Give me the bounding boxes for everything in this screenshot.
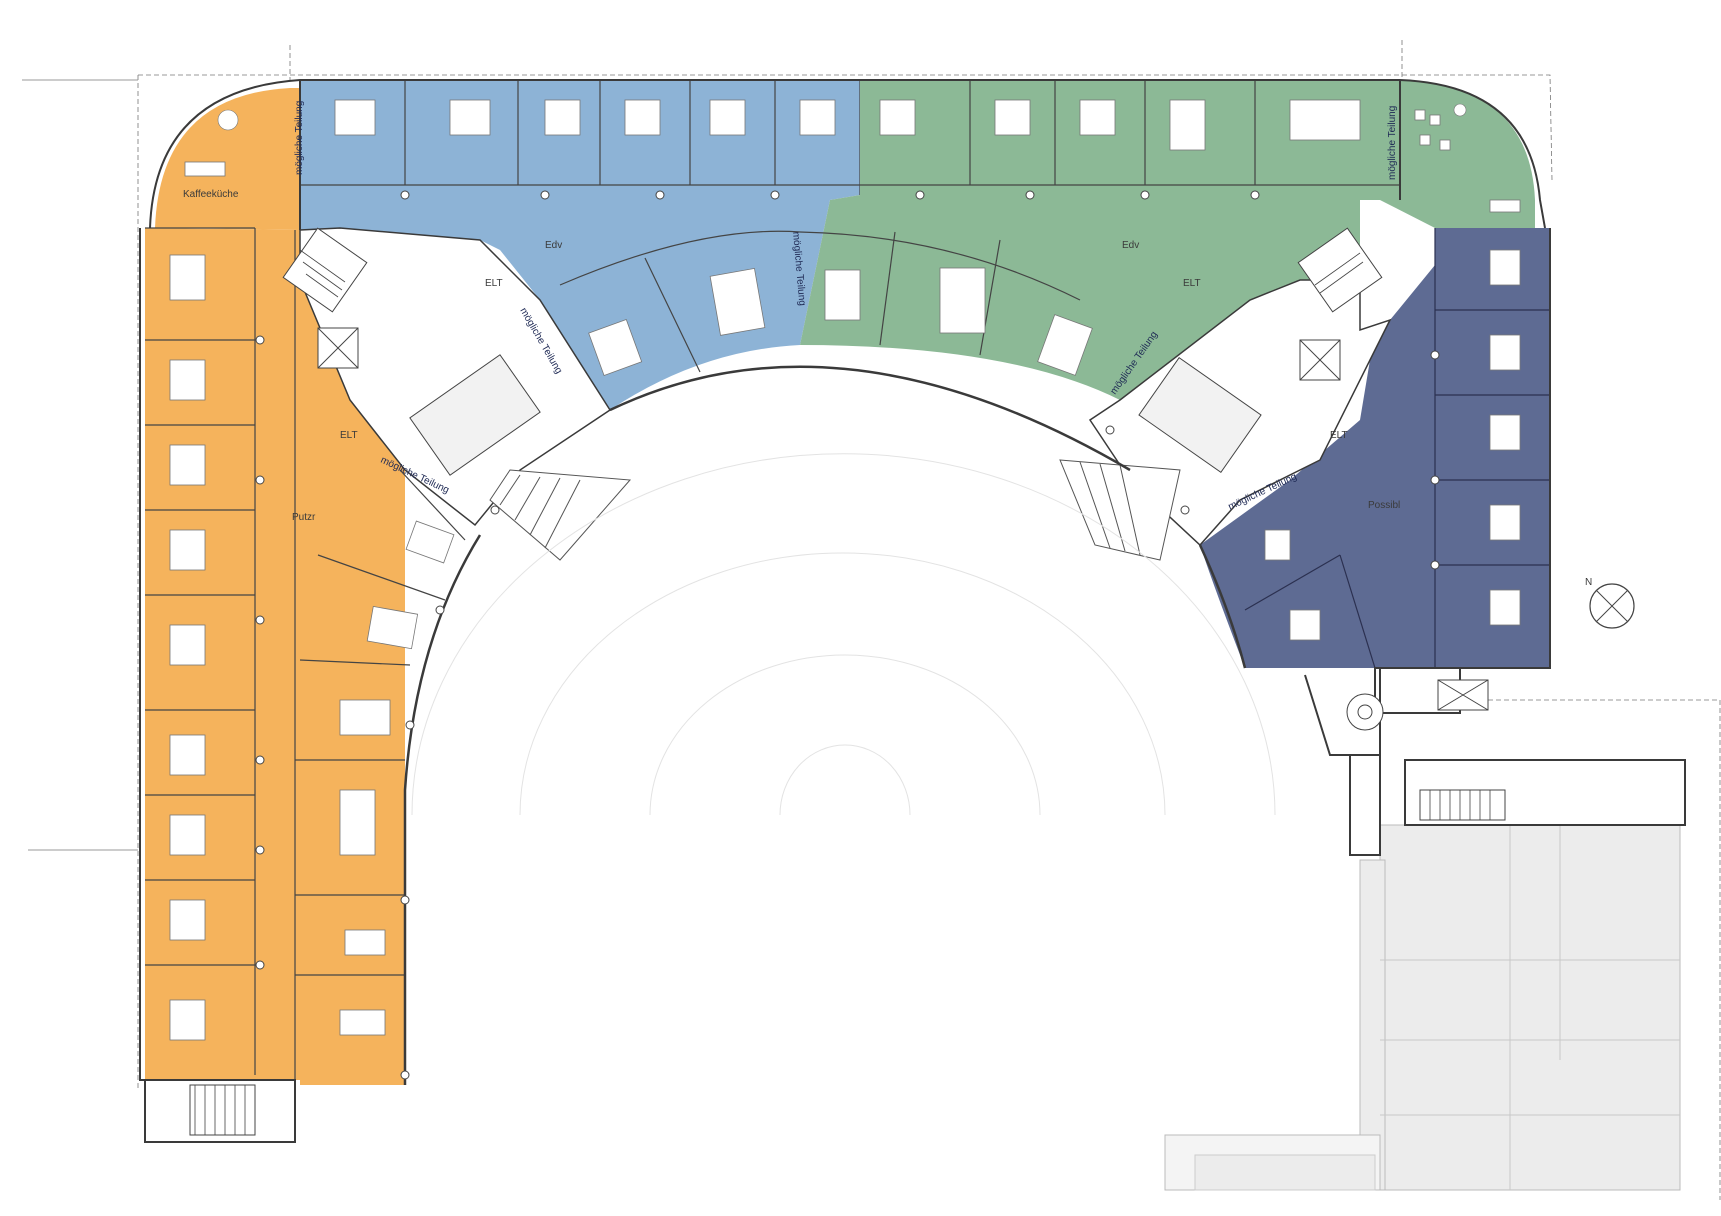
property-line: [137, 40, 1721, 1200]
furniture: [169, 99, 1521, 1041]
room-label-putzr: Putzr: [292, 512, 316, 523]
navy-wing: [1200, 228, 1550, 669]
elevator-icon: [1437, 679, 1489, 711]
courtyard-stair-right: [1059, 459, 1181, 561]
compass-north-icon: N: [1585, 577, 1635, 629]
elevator-icon: [1299, 339, 1341, 381]
courtyard: [411, 453, 1276, 816]
label-teilung: mögliche Teilung: [294, 101, 305, 175]
stairs-icon: [1297, 227, 1383, 313]
courtyard-stair-left: [489, 469, 632, 561]
label-teilung: mögliche Teilung: [1387, 106, 1398, 180]
room-label-kaffeekueche: Kaffeeküche: [183, 189, 239, 200]
annex-building: [1164, 754, 1686, 1191]
stairs-icon: [189, 1084, 256, 1136]
room-label-elt: ELT: [1183, 278, 1201, 289]
stairs-icon: [282, 227, 368, 313]
left-core: [282, 227, 612, 527]
room-label-possibl: Possibl: [1368, 500, 1400, 511]
annex-stairs-icon: [1419, 789, 1506, 821]
room-label-elt: ELT: [1330, 430, 1348, 441]
svg-text:N: N: [1585, 577, 1592, 588]
room-label-edv: Edv: [1122, 240, 1139, 251]
columns: [255, 190, 1440, 1080]
elevator-icon: [317, 327, 359, 369]
room-label-elt: ELT: [485, 278, 503, 289]
room-label-elt: ELT: [340, 430, 358, 441]
orange-wing: [145, 88, 482, 1085]
room-label-edv: Edv: [545, 240, 562, 251]
